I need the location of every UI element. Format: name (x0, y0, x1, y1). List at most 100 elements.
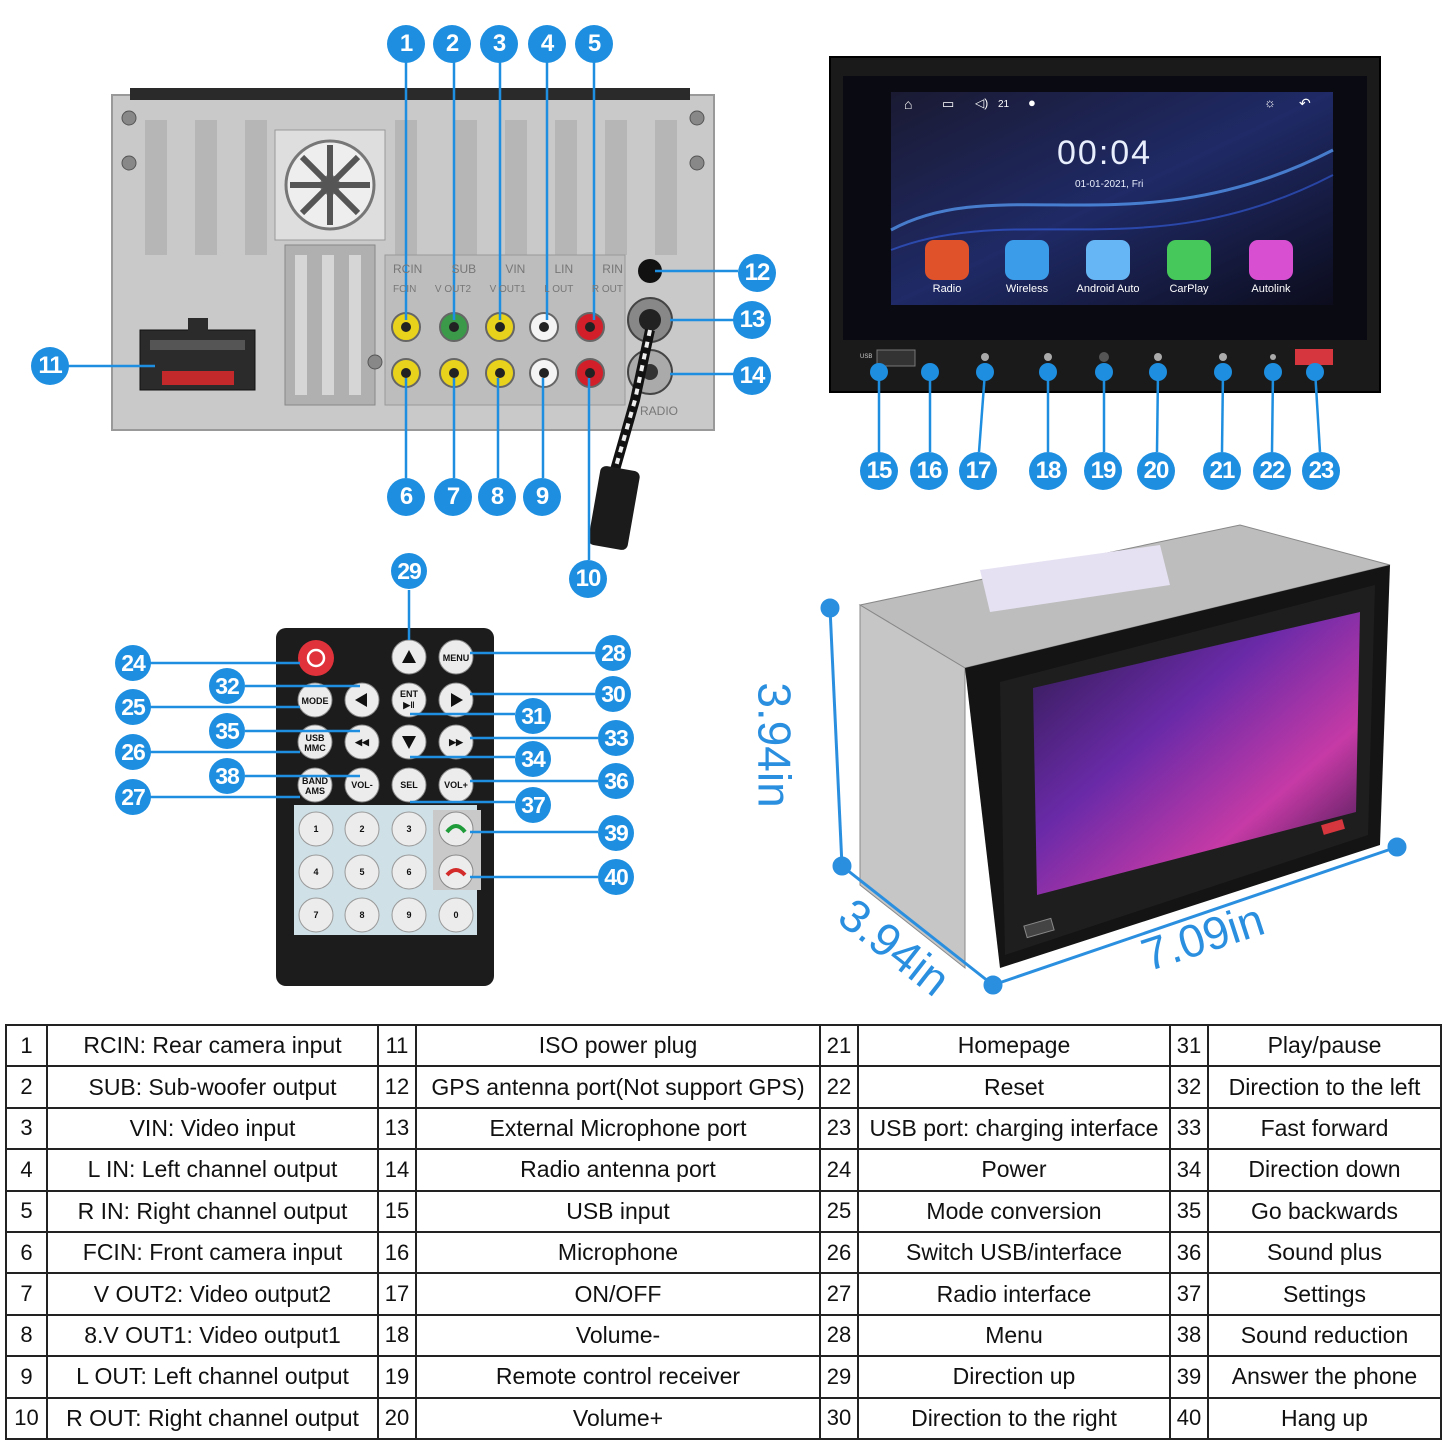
callout-13: 13 (733, 301, 771, 339)
jack-label: RIN (602, 262, 623, 276)
legend-description: USB port: charging interface (857, 1106, 1171, 1151)
brightness-icon: ☼ (1264, 95, 1276, 110)
legend-number: 6 (5, 1230, 48, 1275)
callout-30: 30 (595, 676, 631, 712)
app-label-wireless: Wireless (1005, 283, 1049, 295)
legend-description: Radio interface (857, 1272, 1171, 1316)
legend-number: 27 (819, 1272, 859, 1316)
back-panel (68, 62, 738, 560)
legend-description: VIN: Video input (46, 1106, 379, 1151)
callout-7: 7 (434, 478, 472, 516)
callout-19: 19 (1084, 452, 1122, 490)
jack-labels-bottom: FCIN V OUT2 V OUT1 L OUT R OUT (393, 284, 623, 295)
legend-description: Go backwards (1207, 1189, 1442, 1233)
legend-description: Volume- (415, 1313, 821, 1358)
legend-description: V OUT2: Video output2 (46, 1272, 379, 1316)
legend-description: Play/pause (1207, 1023, 1442, 1068)
callout-10: 10 (569, 560, 607, 598)
legend-number: 11 (377, 1023, 417, 1068)
callout-8: 8 (478, 478, 516, 516)
clock-time: 00:04 (1057, 134, 1153, 172)
remote-digit: 8 (359, 910, 365, 920)
legend-description: Direction down (1207, 1148, 1442, 1192)
legend-number: 28 (819, 1313, 859, 1358)
app-label-carplay: CarPlay (1169, 283, 1209, 295)
legend-number: 18 (377, 1313, 417, 1358)
jack-label: FCIN (393, 284, 417, 295)
legend-number: 36 (1169, 1230, 1209, 1275)
volume-icon: ◁) (975, 96, 989, 110)
legend-number: 8 (5, 1313, 48, 1358)
remote-digit: 5 (359, 867, 365, 877)
legend-number: 33 (1169, 1106, 1209, 1151)
radio-label: RADIO (640, 404, 679, 418)
jack-label: SUB (451, 262, 477, 276)
callout-32: 32 (209, 668, 245, 704)
remote-sel-label: SEL (400, 780, 418, 790)
legend-number: 15 (377, 1189, 417, 1233)
callout-6: 6 (387, 478, 425, 516)
callout-40: 40 (598, 859, 634, 895)
legend-number: 4 (5, 1148, 48, 1192)
legend-description: Switch USB/interface (857, 1230, 1171, 1275)
callout-28: 28 (595, 635, 631, 671)
legend-number: 40 (1169, 1396, 1209, 1441)
remote-ent-label: ENT (400, 689, 418, 699)
app-label-autolink: Autolink (1251, 283, 1291, 295)
callout-26: 26 (115, 734, 151, 770)
callout-35: 35 (209, 713, 245, 749)
legend-number: 22 (819, 1065, 859, 1109)
legend-number: 38 (1169, 1313, 1209, 1358)
legend-description: Remote control receiver (415, 1355, 821, 1399)
legend-description: R IN: Right channel output (46, 1189, 379, 1233)
legend-description: USB input (415, 1189, 821, 1233)
remote-digit: 6 (406, 867, 412, 877)
legend-number: 23 (819, 1106, 859, 1151)
legend-number: 19 (377, 1355, 417, 1399)
legend-number: 32 (1169, 1065, 1209, 1109)
callout-9: 9 (523, 478, 561, 516)
legend-description: Volume+ (415, 1396, 821, 1441)
mic-icon: ● (1028, 95, 1036, 110)
legend-number: 7 (5, 1272, 48, 1316)
legend-description: Power (857, 1148, 1171, 1192)
legend-number: 5 (5, 1189, 48, 1233)
legend-description: External Microphone port (415, 1106, 821, 1151)
jack-row-bottom (391, 358, 605, 388)
remote-band-ams-label: BAND AMS (302, 776, 328, 796)
callout-36: 36 (598, 763, 634, 799)
volume-level: 21 (998, 99, 1010, 110)
remote-menu-label: MENU (442, 653, 470, 663)
usb-port-label: USB (860, 354, 873, 360)
legend-description: Direction to the right (857, 1396, 1171, 1441)
legend-description: GPS antenna port(Not support GPS) (415, 1065, 821, 1109)
legend-number: 1 (5, 1023, 48, 1068)
callout-39: 39 (598, 815, 634, 851)
prev-track-icon: ◀◀ (355, 737, 369, 747)
clock-date: 01-01-2021, Fri (1075, 179, 1144, 190)
jack-label: RCIN (393, 262, 423, 276)
callout-12: 12 (738, 254, 776, 292)
jack-label: V OUT2 (434, 284, 472, 295)
legend-number: 9 (5, 1355, 48, 1399)
home-icon: ⌂ (904, 96, 913, 112)
legend-description: Menu (857, 1313, 1171, 1358)
remote-control (150, 590, 598, 986)
legend-description: ON/OFF (415, 1272, 821, 1316)
legend-description: Hang up (1207, 1396, 1442, 1441)
legend-description: Sound plus (1207, 1230, 1442, 1275)
callout-21: 21 (1203, 452, 1241, 490)
callout-20: 20 (1137, 452, 1175, 490)
callout-3: 3 (480, 25, 518, 63)
remote-usb-mmc-label: USB MMC (304, 733, 326, 753)
legend-number: 10 (5, 1396, 48, 1441)
legend-number: 13 (377, 1106, 417, 1151)
callout-37: 37 (515, 787, 551, 823)
callout-22: 22 (1253, 452, 1291, 490)
